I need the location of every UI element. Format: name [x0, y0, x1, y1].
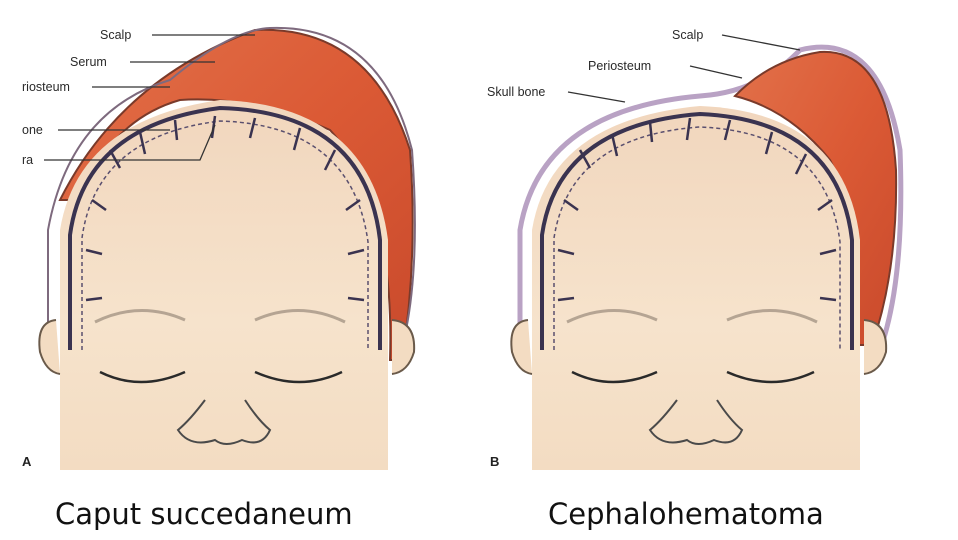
panel-a-label-serum: Serum [70, 55, 107, 69]
panel-a-caput-succedaneum: Scalp Serum riosteum one ra A [22, 28, 415, 470]
panel-b-letter: B [490, 454, 499, 469]
panel-a-letter: A [22, 454, 32, 469]
panel-b-left-ear [511, 320, 532, 374]
panel-a-label-scalp: Scalp [100, 28, 131, 42]
panel-b-head [532, 106, 860, 470]
panel-b-label-periosteum: Periosteum [588, 59, 651, 73]
panel-b-cephalohematoma: Scalp Periosteum Skull bone B [487, 28, 901, 470]
panel-b-label-skull-bone: Skull bone [487, 85, 545, 99]
caption-caput-succedaneum: Caput succedaneum [55, 497, 353, 531]
panel-a-right-ear [392, 320, 414, 374]
panel-a-left-ear [39, 320, 60, 374]
panel-a-label-suture: ra [22, 153, 33, 167]
caption-cephalohematoma: Cephalohematoma [548, 497, 824, 531]
panel-b-label-scalp: Scalp [672, 28, 703, 42]
panel-a-label-bone: one [22, 123, 43, 137]
panel-b-right-ear [864, 320, 886, 374]
panel-a-label-periosteum: riosteum [22, 80, 70, 94]
